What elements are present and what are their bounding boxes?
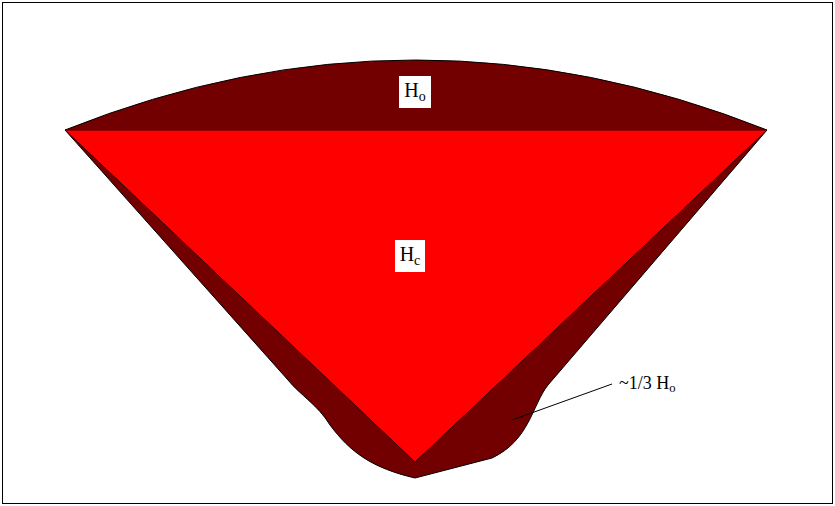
leader-line bbox=[512, 384, 612, 420]
outer-region bbox=[65, 60, 767, 478]
region-label: Hc bbox=[395, 240, 426, 272]
region-label: ~1/3 Ho bbox=[616, 372, 679, 397]
frame bbox=[3, 3, 833, 504]
inner-triangle bbox=[65, 130, 767, 462]
region-label: Ho bbox=[399, 76, 430, 108]
